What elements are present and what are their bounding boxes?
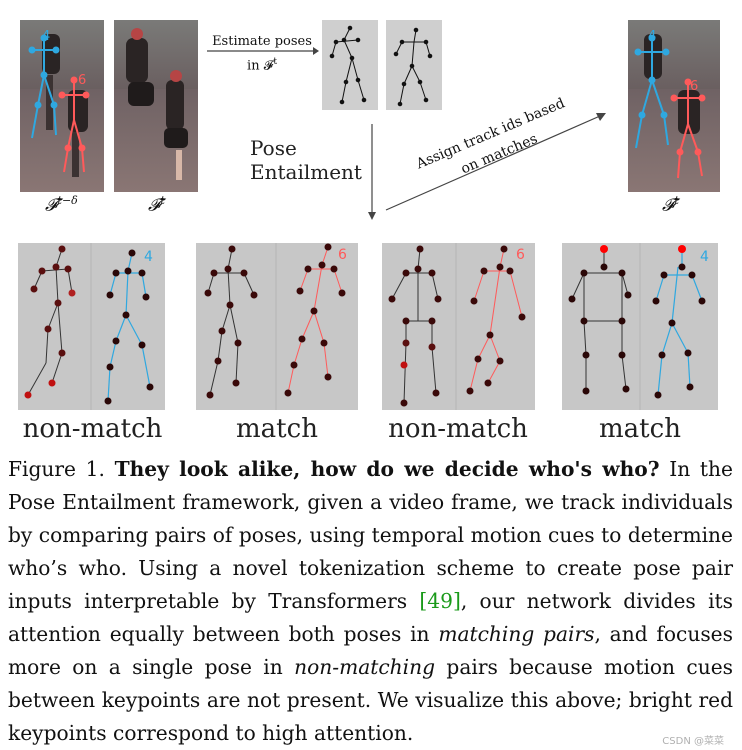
caption-prefix: Figure 1. (8, 457, 115, 481)
output-track-id-bottom: 6 (690, 79, 698, 94)
frame-output-label: 𝓕t (662, 194, 679, 216)
attention-panel-3: 6 (382, 243, 535, 410)
attention-panel-4: 4 (562, 243, 718, 410)
frame-curr-figures (114, 20, 198, 192)
frame-prev-photo: 4 6 (20, 20, 104, 192)
photo-track-id-bottom: 6 (78, 73, 86, 88)
panel2-track-id: 6 (338, 247, 347, 263)
frame-prev-label: 𝓕t−δ (45, 194, 78, 216)
panel1-track-id: 4 (144, 249, 153, 265)
citation-link[interactable]: [49] (419, 589, 460, 613)
caption-title: They look alike, how do we decide who's … (115, 457, 660, 481)
panel3-track-id: 6 (516, 247, 525, 263)
attention-panel-2: 6 (196, 243, 358, 410)
pose-thumb-2 (386, 20, 442, 110)
panel2-label: match (196, 414, 358, 444)
attention-panel-1: 4 (18, 243, 165, 410)
figure-caption: Figure 1. They look alike, how do we dec… (8, 453, 733, 750)
pose-entailment-label: Pose Entailment (250, 136, 362, 184)
photo-track-id-top: 4 (42, 29, 50, 44)
panel4-label: match (562, 414, 718, 444)
frame-prev-skeletons: 4 6 (20, 20, 104, 192)
panel4-track-id: 4 (700, 249, 709, 265)
entailment-arrow (365, 122, 379, 222)
frame-curr-label: 𝓕t (148, 194, 165, 216)
estimate-arrow (205, 45, 320, 57)
output-track-id-top: 4 (648, 29, 656, 44)
frame-curr-photo (114, 20, 198, 192)
frame-output-skeletons: 4 6 (628, 20, 720, 192)
panel3-label: non-match (374, 414, 542, 444)
pose-thumb-1 (322, 20, 378, 110)
panel1-label: non-match (10, 414, 175, 444)
watermark: CSDN @菜菜 (662, 732, 724, 747)
frame-output-photo: 4 6 (628, 20, 720, 192)
